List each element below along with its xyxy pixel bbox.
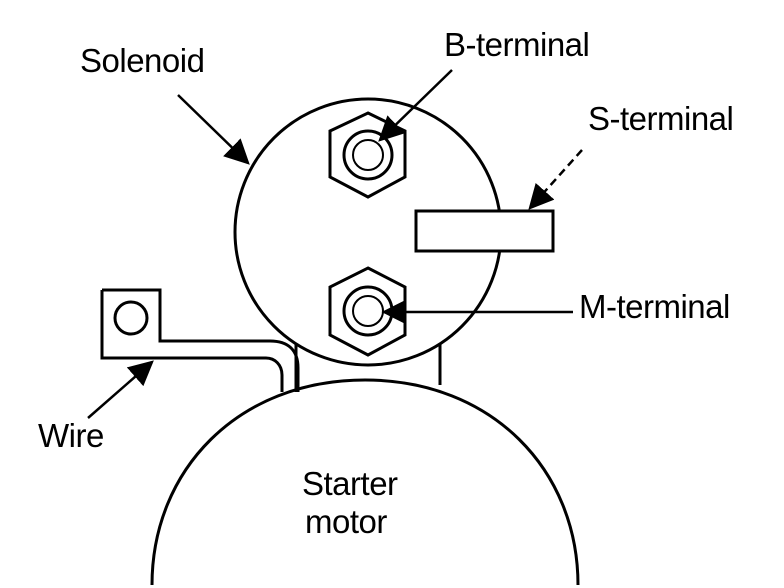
- starter-motor-label-line2: motor: [305, 503, 387, 540]
- b-terminal-label: B-terminal: [444, 26, 590, 63]
- m-terminal-nut: [328, 266, 407, 357]
- s-terminal-spade: [414, 209, 555, 253]
- starter-motor-body: [150, 378, 580, 586]
- wire-strap: [100, 288, 300, 392]
- solenoid-label: Solenoid: [80, 42, 205, 79]
- s-terminal-label: S-terminal: [588, 100, 734, 137]
- b-terminal-leader-arrow: [378, 69, 453, 142]
- solenoid-leader-arrow: [177, 94, 250, 165]
- m-terminal-label: M-terminal: [579, 288, 730, 325]
- starter-motor-label-line1: Starter: [302, 465, 398, 502]
- wire-leader-arrow: [87, 360, 154, 419]
- s-terminal-leader-arrow: [528, 149, 583, 210]
- wire-label: Wire: [38, 417, 104, 454]
